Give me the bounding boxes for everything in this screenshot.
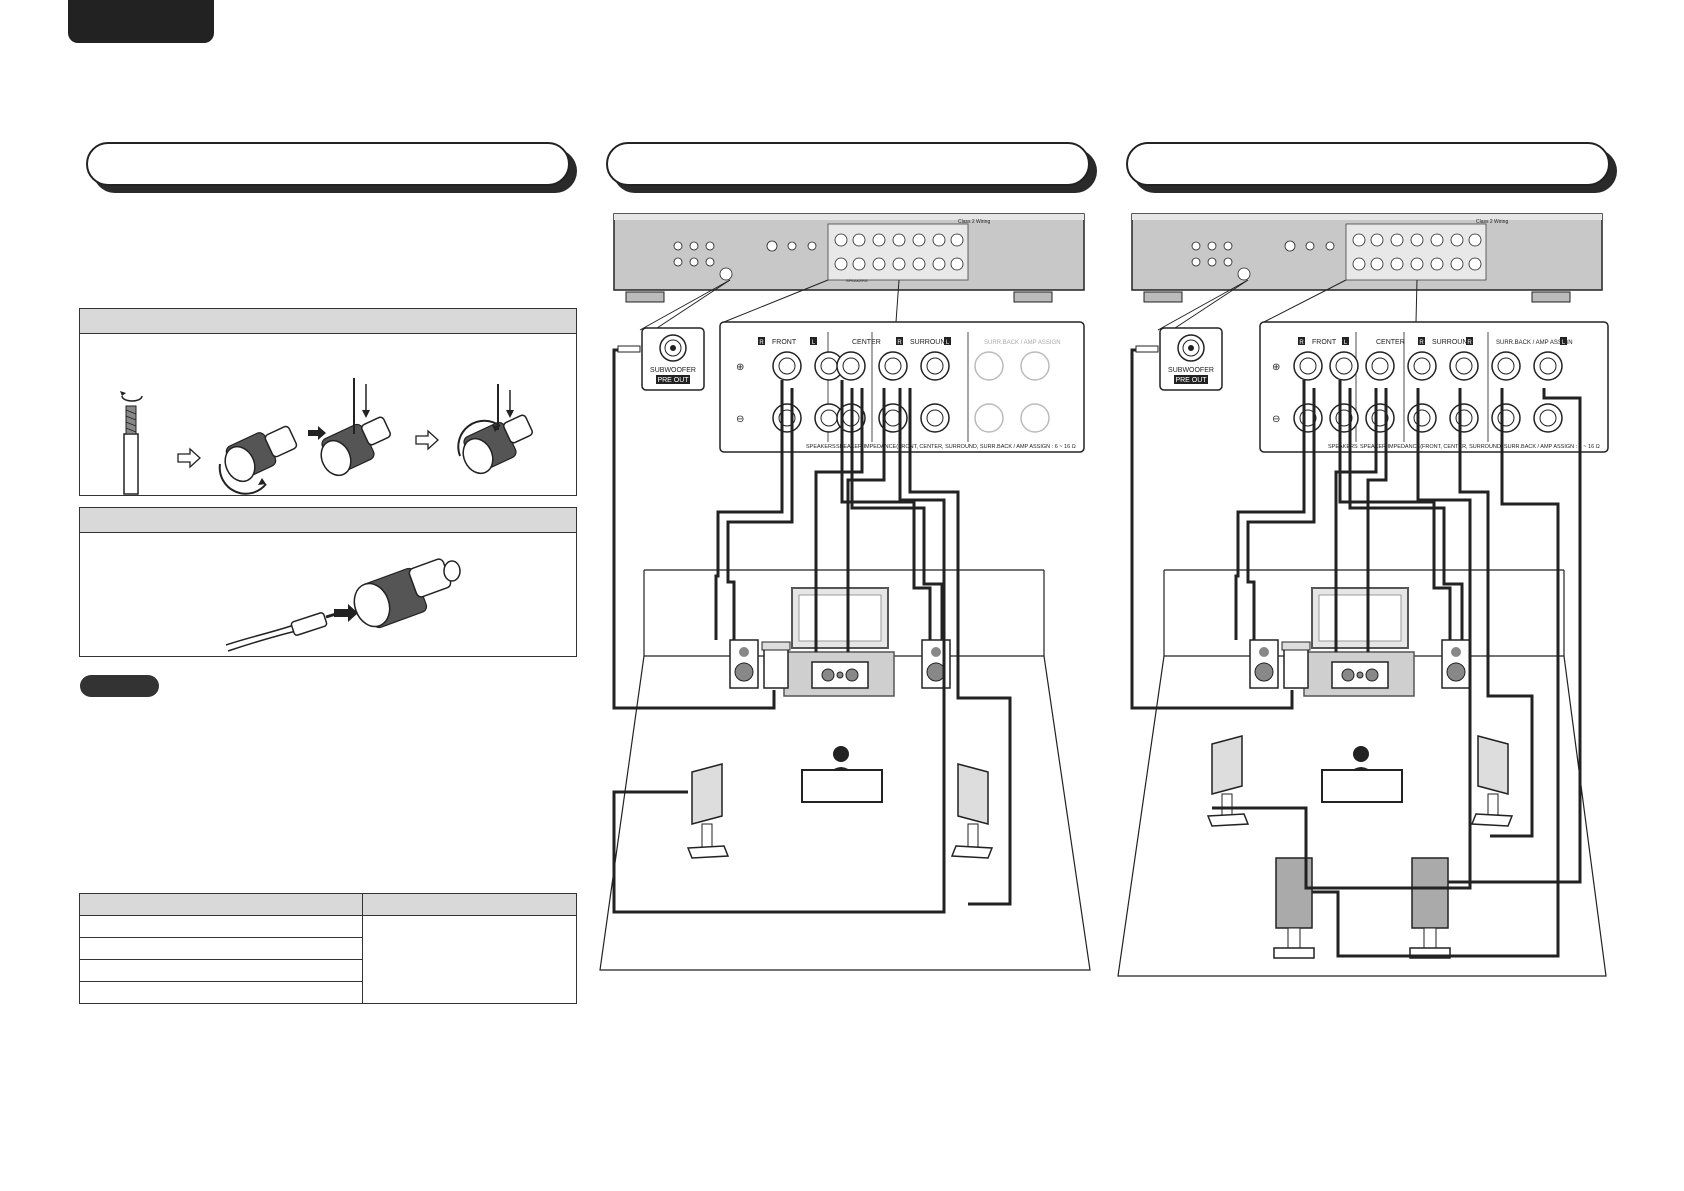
surround-left-speaker-icon bbox=[686, 763, 730, 859]
front-right-speaker-icon bbox=[1441, 639, 1471, 689]
channel-r-label: R bbox=[1299, 340, 1304, 346]
subwoofer-pre-out-callout: SUBWOOFER PRE OUT bbox=[617, 327, 705, 391]
pre-out-label: PRE OUT bbox=[657, 377, 689, 384]
panel-header bbox=[80, 309, 576, 334]
section-heading-5-1-connection bbox=[606, 142, 1090, 186]
receiver-rear-panel: Class 2 Wiring SPEAKERS bbox=[613, 213, 1085, 303]
speaker-table bbox=[79, 893, 577, 1004]
section-heading-7-1-connection bbox=[1126, 142, 1610, 186]
channel-r-label: R bbox=[1419, 340, 1424, 346]
table-cell bbox=[79, 959, 363, 982]
banana-plug-illustration bbox=[225, 558, 461, 652]
table-row bbox=[79, 981, 577, 1004]
subwoofer-icon bbox=[761, 641, 791, 689]
solid-arrow-icon bbox=[308, 426, 326, 440]
speakers-label: SPEAKERS bbox=[806, 444, 836, 450]
center-label: CENTER bbox=[852, 339, 881, 346]
hollow-arrow-icon bbox=[415, 429, 439, 451]
channel-l-label: L bbox=[1562, 340, 1566, 346]
table-row bbox=[79, 915, 577, 1004]
channel-l-label: L bbox=[812, 340, 816, 346]
impedance-note: SPEAKER IMPEDANCE(FRONT, CENTER, SURROUN… bbox=[836, 444, 1076, 450]
surround-right-speaker-icon bbox=[1470, 735, 1514, 827]
receiver-rear-panel: Class 2 Wiring bbox=[1131, 213, 1603, 303]
table-header-row bbox=[79, 893, 577, 916]
speaker-terminals-callout: FRONT CENTER SURROUND SURR.BACK / AMP AS… bbox=[1259, 321, 1609, 453]
center-speaker-icon bbox=[811, 661, 869, 689]
surround-right-speaker-icon bbox=[950, 763, 994, 859]
table-cell bbox=[79, 915, 363, 938]
front-left-speaker-icon bbox=[1249, 639, 1279, 689]
subwoofer-icon bbox=[1281, 641, 1311, 689]
speaker-terminal-icon bbox=[218, 425, 298, 495]
speakers-label: SPEAKERS bbox=[1328, 444, 1358, 450]
svg-text:⊕: ⊕ bbox=[736, 362, 744, 373]
pre-out-label: PRE OUT bbox=[1175, 377, 1207, 384]
impedance-note: SPEAKER IMPEDANCE(FRONT, CENTER, SURROUN… bbox=[1360, 444, 1600, 450]
speaker-cables bbox=[612, 348, 1012, 914]
page-tab-marker bbox=[68, 0, 214, 43]
speaker-connection-diagram-5-1: Class 2 Wiring SPEAKERS SUBWOOFER PRE OU… bbox=[599, 213, 1091, 971]
stripped-wire-icon bbox=[123, 405, 139, 495]
banana-plug-panel bbox=[79, 507, 577, 657]
svg-text:⊖: ⊖ bbox=[1272, 414, 1280, 425]
speaker-terminals-callout: FRONT CENTER SURROUND SURR.BACK / AMP AS… bbox=[719, 321, 1085, 453]
surround-back-label: SURR.BACK / AMP ASSIGN bbox=[1496, 340, 1573, 346]
table-header-cell bbox=[79, 893, 363, 916]
section-heading-connect-speakers bbox=[86, 142, 570, 186]
listener-sofa-icon bbox=[801, 746, 883, 803]
speakers-small-label: SPEAKERS bbox=[846, 278, 868, 283]
svg-text:⊖: ⊖ bbox=[736, 414, 744, 425]
center-label: CENTER bbox=[1376, 339, 1405, 346]
table-cell bbox=[79, 937, 363, 960]
surround-back-left-speaker-icon bbox=[1273, 857, 1315, 959]
speaker-cables bbox=[1130, 348, 1582, 958]
hollow-arrow-icon bbox=[177, 447, 201, 469]
table-cell bbox=[362, 915, 577, 1004]
listener-sofa-icon bbox=[1321, 746, 1403, 803]
surround-left-speaker-icon bbox=[1206, 735, 1250, 827]
zone-wiring-label: Class 2 Wiring bbox=[1476, 219, 1508, 225]
zone-wiring-label: Class 2 Wiring bbox=[958, 219, 990, 225]
front-label: FRONT bbox=[772, 339, 797, 346]
svg-text:⊕: ⊕ bbox=[1272, 362, 1280, 373]
front-right-speaker-icon bbox=[921, 639, 951, 689]
speaker-wire-steps-panel bbox=[79, 308, 577, 496]
speaker-terminal-icon bbox=[320, 378, 391, 477]
tv-icon bbox=[1303, 587, 1415, 697]
channel-l-label: L bbox=[1344, 340, 1348, 346]
surround-label: SURROUND bbox=[910, 339, 950, 346]
table-cell bbox=[79, 981, 363, 1004]
banana-plug-icon bbox=[225, 609, 347, 652]
channel-r-label: R bbox=[1467, 340, 1472, 346]
channel-l-label: L bbox=[946, 340, 950, 346]
wire-steps-illustration bbox=[120, 378, 533, 495]
front-label: FRONT bbox=[1312, 339, 1337, 346]
center-speaker-icon bbox=[1331, 661, 1389, 689]
table-header-cell bbox=[362, 893, 577, 916]
surround-back-label: SURR.BACK / AMP ASSIGN bbox=[984, 340, 1061, 346]
subwoofer-label: SUBWOOFER bbox=[650, 367, 696, 374]
room-outline bbox=[1117, 569, 1607, 977]
channel-r-label: R bbox=[897, 340, 902, 346]
subwoofer-pre-out-callout: SUBWOOFER PRE OUT bbox=[1135, 327, 1223, 391]
note-badge bbox=[80, 675, 159, 697]
panel-header bbox=[80, 508, 576, 533]
subwoofer-label: SUBWOOFER bbox=[1168, 367, 1214, 374]
speaker-terminal-icon bbox=[334, 558, 461, 629]
surround-back-right-speaker-icon bbox=[1409, 857, 1451, 959]
speaker-terminal-icon bbox=[457, 384, 533, 475]
front-left-speaker-icon bbox=[729, 639, 759, 689]
channel-r-label: R bbox=[759, 340, 764, 346]
surround-label: SURROUND bbox=[1432, 339, 1472, 346]
speaker-connection-diagram-7-1: Class 2 Wiring SUBWOOFER PRE OUT FRONT C… bbox=[1117, 213, 1609, 977]
twist-arrow-icon bbox=[120, 391, 143, 402]
